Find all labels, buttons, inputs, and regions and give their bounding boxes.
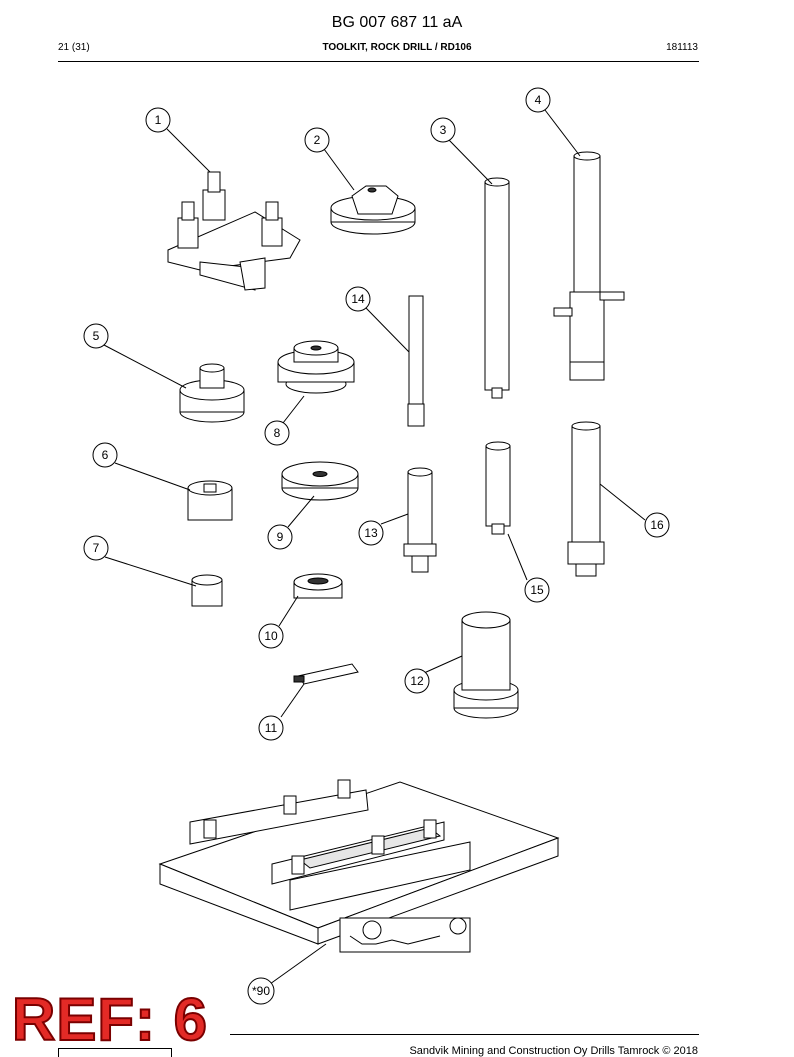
page-number: 21 (31) (58, 42, 90, 53)
part-11-drawing (293, 663, 359, 685)
date-code: 181113 (666, 42, 698, 53)
callout-label: 11 (265, 721, 278, 735)
callout-10: 10 (258, 623, 284, 649)
part-16-drawing (567, 421, 605, 577)
part-90-drawing (158, 779, 560, 953)
callout-label: 2 (314, 133, 321, 147)
callout-label: 5 (93, 329, 100, 343)
callout-12: 12 (404, 668, 430, 694)
callout-1: 1 (145, 107, 171, 133)
callout-11: 11 (258, 715, 284, 741)
callout-label: 6 (102, 448, 109, 462)
callout-15: 15 (524, 577, 550, 603)
callout-14: 14 (345, 286, 371, 312)
callout-label: 14 (351, 292, 365, 306)
callout-16: 16 (644, 512, 670, 538)
callout-label: 16 (650, 518, 664, 532)
part-5-drawing (179, 363, 245, 423)
callout-2: 2 (304, 127, 330, 153)
callout-label: 4 (535, 93, 542, 107)
part-15-drawing (485, 441, 511, 535)
callout-label: 15 (530, 583, 544, 597)
part-9-drawing (281, 461, 359, 501)
part-3-drawing (484, 177, 510, 399)
part-2-drawing (330, 185, 416, 235)
callout-label: 8 (274, 426, 281, 440)
callout-label: 1 (155, 113, 162, 127)
callout-label: 12 (410, 674, 424, 688)
callout-7: 7 (83, 535, 109, 561)
part-10-drawing (293, 573, 343, 599)
footer-rule (230, 1034, 699, 1035)
part-14-drawing (407, 295, 425, 427)
callout-6: 6 (92, 442, 118, 468)
callout-8: 8 (264, 420, 290, 446)
part-12-drawing (453, 611, 519, 719)
part-7-drawing (191, 574, 223, 607)
callout-9: 9 (267, 524, 293, 550)
callout-13: 13 (358, 520, 384, 546)
callout-label: 13 (364, 526, 378, 540)
document-title: TOOLKIT, ROCK DRILL / RD106 (322, 42, 472, 53)
part-1-drawing (167, 171, 301, 291)
callout-label: 10 (264, 629, 278, 643)
ref-stamp: REF: 6 (11, 985, 209, 1054)
callout-label: *90 (252, 984, 270, 998)
callout-label: 3 (440, 123, 447, 137)
part-8-drawing (277, 340, 355, 394)
document-number: BG 007 687 11 aA (331, 14, 463, 31)
callout-4: 4 (525, 87, 551, 113)
footer-copyright: Sandvik Mining and Construction Oy Drill… (409, 1045, 698, 1057)
part-6-drawing (187, 480, 233, 521)
part-4-drawing (553, 151, 625, 381)
header-rule (58, 61, 699, 62)
callout-5: 5 (83, 323, 109, 349)
callout-3: 3 (430, 117, 456, 143)
callout-label: 9 (277, 530, 284, 544)
callouts: 1 2 3 4 5 6 7 8 9 10 11 12 13 14 15 16 *… (83, 87, 670, 1005)
part-13-drawing (403, 467, 437, 573)
callout-90: *90 (247, 977, 275, 1005)
leader-lines (103, 109, 646, 985)
callout-label: 7 (93, 541, 100, 555)
